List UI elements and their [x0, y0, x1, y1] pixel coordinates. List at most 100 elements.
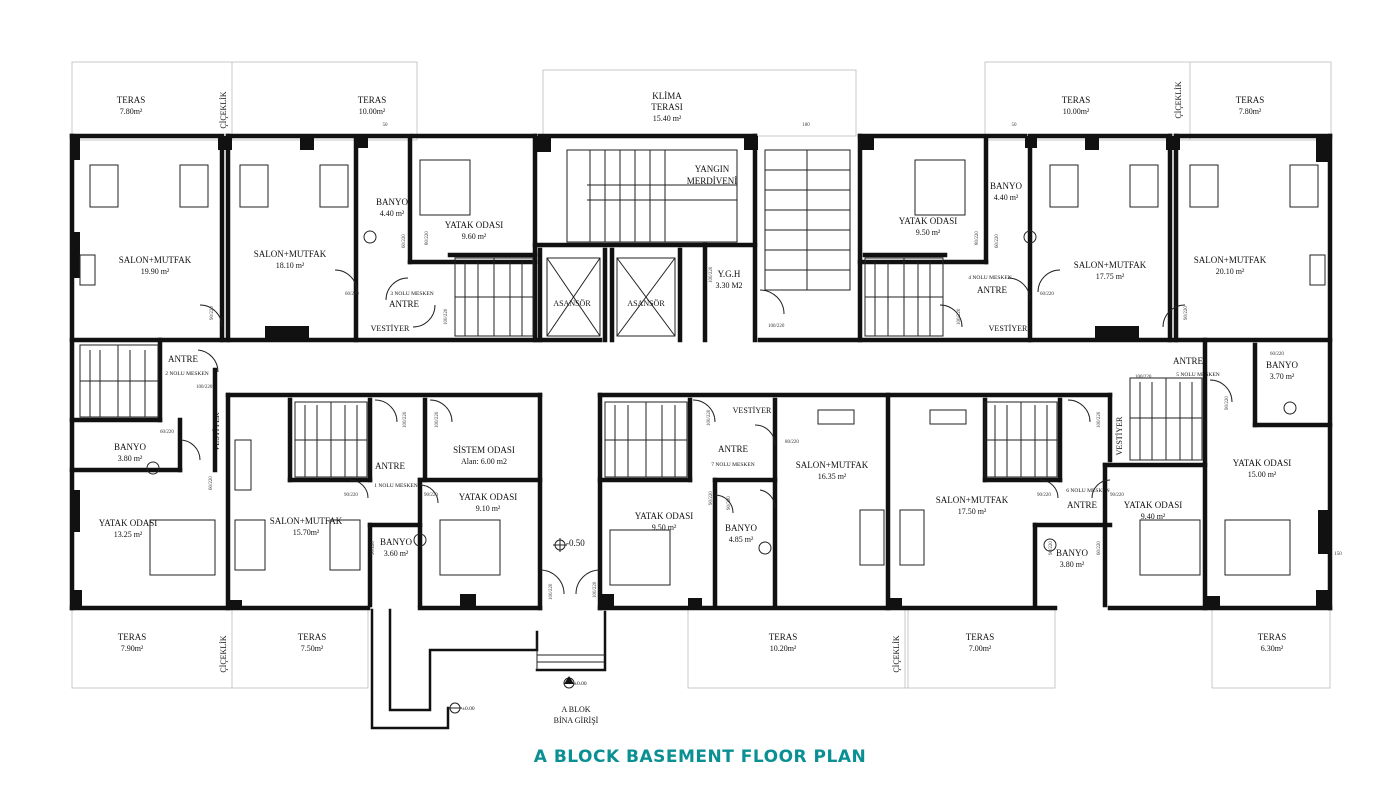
- room-area: 17.50 m²: [958, 507, 987, 516]
- room-name: ANTRE: [375, 461, 405, 471]
- dimension-annotations: 90/220 60/220 60/220 80/220 100/220 100/…: [160, 123, 1342, 600]
- room-area: 6 NOLU MESKEN: [1066, 488, 1109, 494]
- room-area: 18.10 m²: [276, 261, 305, 270]
- elevation-label: ±0.00: [574, 681, 587, 687]
- room-area: 16.35 m²: [818, 472, 847, 481]
- door-dim: 100/220: [709, 266, 714, 283]
- room-name: TERAS: [358, 95, 387, 105]
- room-area: 7.00m²: [969, 644, 992, 653]
- room-area: 2 NOLU MESKEN: [165, 371, 208, 377]
- room-labels: TERAS 7.80m² TERAS 10.00m² KLİMA TERASI …: [99, 91, 1299, 653]
- vestiyer-label: VESTİYER: [1115, 416, 1124, 455]
- room-name: YATAK ODASI: [635, 511, 694, 521]
- room-name: ANTRE: [1067, 500, 1097, 510]
- room-area: 10.00m²: [359, 107, 386, 116]
- room-name: BANYO: [725, 523, 758, 533]
- room-area: 4.40 m²: [380, 209, 405, 218]
- room-area: 9.50 m²: [652, 523, 677, 532]
- room-name: TERAS: [966, 632, 995, 642]
- room-name: BANYO: [380, 537, 413, 547]
- room-area: Alan: 6.00 m2: [461, 457, 507, 466]
- door-dim: 60/220: [209, 476, 214, 490]
- room-area: 3.70 m²: [1270, 372, 1295, 381]
- room-name: TERAS: [1236, 95, 1265, 105]
- elevation-markers: [448, 538, 575, 714]
- room-area: 5 NOLU MESKEN: [1176, 372, 1219, 378]
- room-area: 7 NOLU MESKEN: [711, 462, 754, 468]
- room-area: 15.00 m²: [1248, 470, 1277, 479]
- door-dim: 90/220: [210, 306, 215, 320]
- door-dim: 100/220: [768, 324, 785, 329]
- room-area: 9.10 m²: [476, 504, 501, 513]
- antre-label: ANTRE: [977, 285, 1007, 295]
- room-area: 20.10 m²: [1216, 267, 1245, 276]
- mesken-label: 3 NOLU MESKEN: [390, 291, 433, 297]
- door-dim: 100/220: [707, 409, 712, 426]
- door-dim: 60/220: [1270, 352, 1284, 357]
- misc-labels: ANTRE 3 NOLU MESKEN ANTRE 4 NOLU MESKEN …: [212, 81, 1183, 725]
- dim-value: 50: [1012, 123, 1018, 128]
- stairs: [79, 149, 1203, 478]
- room-name: BANYO: [990, 181, 1023, 191]
- room-name: SALON+MUTFAK: [936, 495, 1009, 505]
- room-name: SALON+MUTFAK: [1194, 255, 1267, 265]
- room-name: SALON+MUTFAK: [1074, 260, 1147, 270]
- room-name: YANGIN: [695, 164, 730, 174]
- door-dim: 80/220: [425, 231, 430, 245]
- dim-value: 100: [802, 123, 810, 128]
- room-name: TERASI: [651, 102, 683, 112]
- door-dim: 100/220: [593, 581, 598, 598]
- door-dim: 60/220: [160, 430, 174, 435]
- vestiyer-label: VESTİYER: [371, 324, 410, 333]
- room-name: TERAS: [1062, 95, 1091, 105]
- flower-bed-label: ÇİÇEKLİK: [892, 635, 901, 673]
- flower-bed-label: ÇİÇEKLİK: [1174, 81, 1183, 119]
- door-dim: 90/220: [1225, 396, 1230, 410]
- room-area: 3.60 m²: [384, 549, 409, 558]
- antre-label: ANTRE: [389, 299, 419, 309]
- room-area: 15.40 m²: [653, 114, 682, 123]
- door-dim: 60/220: [1097, 541, 1102, 555]
- room-name: TERAS: [118, 632, 147, 642]
- door-dim: 90/220: [727, 496, 732, 510]
- room-area: 15.70m²: [293, 528, 320, 537]
- room-area: 10.00m²: [1063, 107, 1090, 116]
- door-dim: 60/220: [402, 234, 407, 248]
- room-area: 7.80m²: [120, 107, 143, 116]
- room-name: KLİMA: [652, 91, 682, 101]
- entrance-label: A BLOK: [561, 705, 590, 714]
- door-dim: 100/220: [1097, 411, 1102, 428]
- room-name: YATAK ODASI: [445, 220, 504, 230]
- room-area: 17.75 m²: [1096, 272, 1125, 281]
- room-name: ANTRE: [718, 444, 748, 454]
- door-dim: 90/220: [1037, 493, 1051, 498]
- dim-value: 150: [1334, 552, 1342, 557]
- door-dim: 90/220: [371, 541, 376, 555]
- room-name: YATAK ODASI: [899, 216, 958, 226]
- room-area: 7.90m²: [121, 644, 144, 653]
- door-dim: 60/220: [995, 234, 1000, 248]
- door-dim: 100/220: [444, 308, 449, 325]
- room-name: TERAS: [117, 95, 146, 105]
- dim-value: 50: [383, 123, 389, 128]
- door-dim: 100/220: [196, 385, 213, 390]
- door-dim: 90/220: [344, 493, 358, 498]
- room-name: BANYO: [376, 197, 409, 207]
- room-area: 3.80 m²: [1060, 560, 1085, 569]
- room-name: YATAK ODASI: [99, 518, 158, 528]
- door-dim: 90/220: [1110, 493, 1124, 498]
- elevator-label: ASANSÖR: [627, 299, 665, 308]
- door-dim: 90/220: [1049, 541, 1054, 555]
- room-area: 10.20m²: [770, 644, 797, 653]
- room-area: 3.30 M2: [715, 281, 742, 290]
- vestiyer-label: VESTİYER: [733, 406, 772, 415]
- room-name: SALON+MUTFAK: [270, 516, 343, 526]
- columns: [70, 136, 1330, 610]
- door-dim: 100/220: [957, 308, 962, 325]
- room-area: 9.40 m²: [1141, 512, 1166, 521]
- plan-title: A BLOCK BASEMENT FLOOR PLAN: [533, 747, 867, 767]
- room-area: 9.50 m²: [916, 228, 941, 237]
- mesken-label: 4 NOLU MESKEN: [968, 275, 1011, 281]
- door-dim: 90/220: [424, 493, 438, 498]
